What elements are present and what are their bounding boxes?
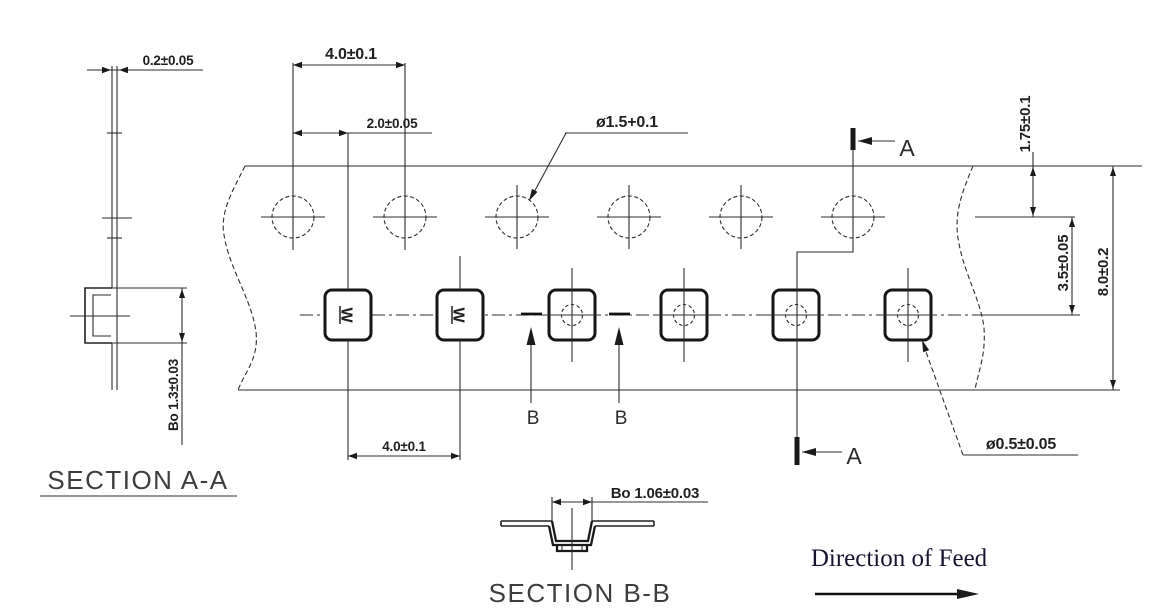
- section-cut-a: A A: [794, 128, 916, 469]
- pocket: [656, 268, 712, 362]
- dim-hole-to-pocket-center: 3.5±0.05: [1055, 217, 1075, 315]
- arrowhead: [1069, 218, 1075, 227]
- section-aa-title: SECTION A-A: [47, 465, 228, 495]
- section-bar-a-bottom: [794, 437, 800, 465]
- arrowhead: [1030, 167, 1036, 176]
- pocket: [768, 288, 824, 342]
- section-bb-view: Bo 1.06±0.03 SECTION B-B: [489, 485, 708, 608]
- dim-hole-to-pocket-offset-label: 2.0±0.05: [367, 116, 419, 131]
- section-bar-a-top: [850, 128, 856, 150]
- arrowhead: [119, 66, 128, 74]
- arrowhead: [583, 498, 592, 506]
- pocket: [880, 268, 936, 362]
- break-line-right: [956, 165, 985, 391]
- callout-sprocket-hole-dia: ø1.5+0.1: [529, 114, 688, 201]
- arrowhead: [102, 66, 111, 74]
- arrowhead: [293, 61, 302, 69]
- component-orientation-mark: W: [338, 308, 355, 324]
- leader-line: [924, 348, 964, 456]
- section-bb-title: SECTION B-B: [489, 578, 672, 608]
- dim-hole-to-pocket-offset: 2.0±0.05: [293, 116, 432, 137]
- dim-sprocket-pitch: 4.0±0.1: [293, 46, 405, 69]
- break-line-left: [222, 165, 257, 391]
- dim-tape-thickness: 0.2±0.05: [87, 53, 203, 74]
- section-marker-a-top: A: [899, 135, 915, 161]
- feed-arrow-head: [957, 589, 979, 599]
- arrowhead: [179, 289, 185, 298]
- dim-pocket-pitch-label: 4.0±0.1: [382, 439, 426, 454]
- arrowhead: [858, 137, 872, 145]
- direction-of-feed: Direction of Feed: [811, 545, 988, 599]
- arrowhead: [802, 448, 816, 456]
- sprocket-hole: [261, 63, 325, 250]
- sprocket-holes: [261, 63, 885, 250]
- arrowhead: [179, 333, 185, 342]
- pocket: [544, 268, 600, 362]
- dim-hole-to-pocket-center-label: 3.5±0.05: [1055, 235, 1072, 292]
- arrowhead: [614, 327, 624, 345]
- dim-pocket-width: Bo 1.06±0.03: [551, 485, 708, 521]
- dim-edge-to-hole: 1.75±0.1: [1017, 96, 1036, 217]
- dim-pocket-depth: Bo 1.3±0.03: [112, 287, 187, 445]
- sprocket-hole: [485, 185, 549, 249]
- sprocket-hole: [709, 185, 773, 249]
- arrowhead: [1069, 305, 1075, 314]
- arrowhead: [922, 340, 930, 353]
- section-marker-b-left: B: [527, 408, 539, 429]
- arrowhead: [552, 498, 561, 506]
- dim-sprocket-pitch-label: 4.0±0.1: [325, 46, 377, 63]
- dim-tape-width-label: 8.0±0.2: [1095, 248, 1112, 297]
- pocket: W: [435, 288, 485, 342]
- direction-of-feed-label: Direction of Feed: [811, 545, 988, 572]
- dim-pocket-hole-dia-label: ø0.5±0.05: [986, 436, 1056, 453]
- component-orientation-mark: W: [450, 308, 467, 324]
- dim-tape-thickness-label: 0.2±0.05: [143, 53, 195, 68]
- arrowhead: [396, 61, 405, 69]
- section-cut-b: B B: [521, 312, 630, 429]
- dim-pocket-pitch: 4.0±0.1: [348, 439, 460, 460]
- arrowhead: [1110, 167, 1116, 176]
- dim-sprocket-hole-dia-label: ø1.5+0.1: [596, 114, 658, 131]
- arrowhead: [348, 452, 357, 460]
- arrowhead: [526, 327, 536, 345]
- arrowhead: [529, 188, 538, 201]
- arrowhead: [339, 129, 348, 137]
- section-marker-a-bottom: A: [846, 443, 862, 469]
- section-line-a: [796, 149, 854, 437]
- sprocket-hole: [373, 63, 437, 250]
- dim-pocket-width-label: Bo 1.06±0.03: [611, 485, 699, 502]
- section-marker-b-right: B: [615, 408, 627, 429]
- sprocket-hole: [597, 185, 661, 249]
- section-aa-view: 0.2±0.05 Bo 1.3±0.03 SECTION A-A: [40, 53, 237, 497]
- callout-pocket-hole-dia: ø0.5±0.05: [922, 340, 1078, 456]
- arrowhead: [451, 452, 460, 460]
- leader-line: [531, 132, 567, 197]
- pocket: W: [323, 288, 373, 342]
- dim-pocket-depth-label: Bo 1.3±0.03: [166, 358, 181, 431]
- arrowhead: [293, 129, 302, 137]
- dim-edge-to-hole-label: 1.75±0.1: [1017, 96, 1034, 153]
- arrowhead: [1110, 380, 1116, 389]
- dim-tape-width: 8.0±0.2: [1095, 166, 1116, 390]
- arrowhead: [1030, 207, 1036, 216]
